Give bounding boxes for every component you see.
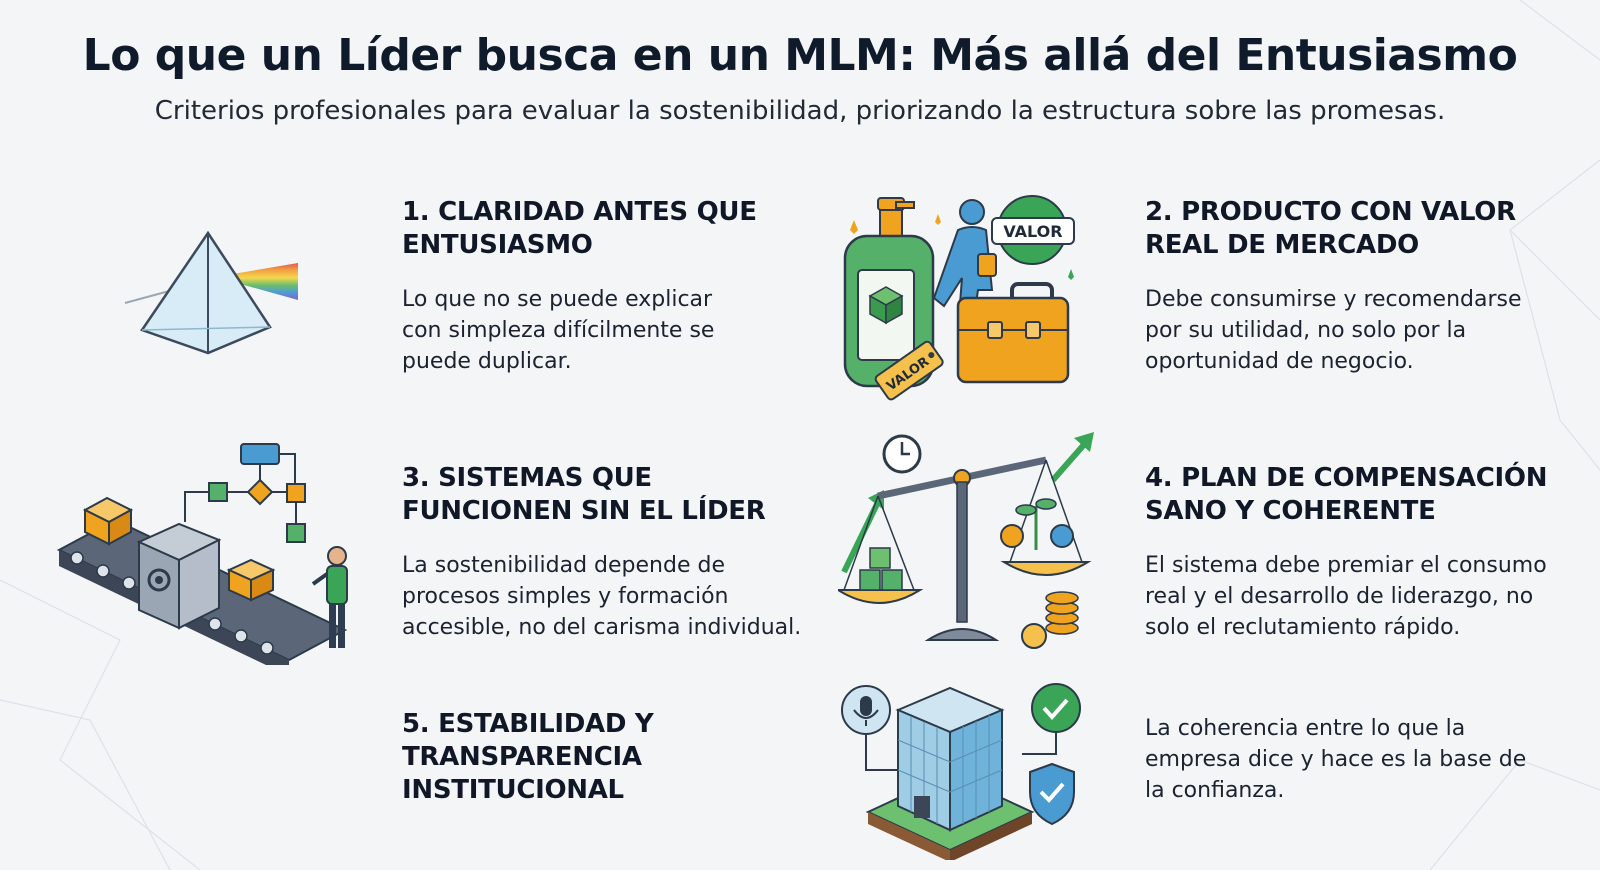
conveyor-system-icon [56,443,348,665]
prism-icon [124,230,298,355]
section-5-description: La coherencia entre lo que la empresa di… [1145,716,1527,803]
page-title: Lo que un Líder busca en un MLM: Más all… [82,30,1518,81]
section-1-heading: 1. CLARIDAD ANTES QUE ENTUSIASMO [402,197,757,260]
section-4-description: El sistema debe premiar el consumo real … [1145,553,1547,640]
institution-building-icon [841,683,1081,860]
section-5-heading: 5. ESTABILIDAD Y TRANSPARENCIA INSTITUCI… [402,709,654,805]
product-value-icon: VALOR VALOR [843,195,1075,401]
valor-badge-text: VALOR [1003,222,1062,241]
balance-scale-icon [838,432,1094,649]
page-subtitle: Criterios profesionales para evaluar la … [154,96,1446,126]
section-2-heading: 2. PRODUCTO CON VALOR REAL DE MERCADO [1145,197,1516,260]
section-3-description: La sostenibilidad depende de procesos si… [402,553,802,640]
section-1-description: Lo que no se puede explicar con simpleza… [402,287,715,374]
section-4-heading: 4. PLAN DE COMPENSACIÓN SANO Y COHERENTE [1145,463,1548,526]
section-3-heading: 3. SISTEMAS QUE FUNCIONEN SIN EL LÍDER [402,463,766,526]
section-2-description: Debe consumirse y recomendarse por su ut… [1145,287,1522,374]
